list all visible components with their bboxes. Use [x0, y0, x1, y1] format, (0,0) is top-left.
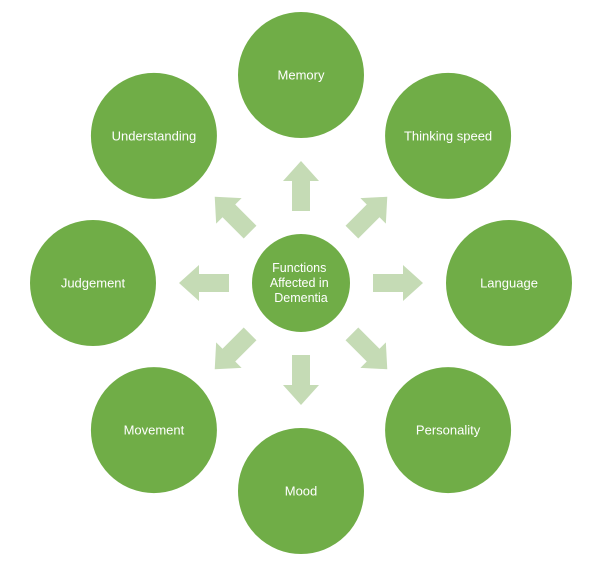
node-circle-mood: [236, 426, 366, 556]
node-label-thinking-speed: Thinking speed: [404, 128, 492, 143]
node-language: Language: [444, 218, 574, 348]
node-circle-understanding: [88, 70, 219, 201]
arrow-judgement: [179, 265, 229, 301]
arrow-shape-personality: [345, 327, 388, 370]
node-circle-judgement: [28, 218, 158, 348]
node-judgement: Judgement: [28, 218, 158, 348]
center-label-line-3: Dementia: [274, 291, 328, 305]
node-circle-personality: [383, 365, 514, 496]
arrow-shape-mood: [283, 355, 319, 405]
arrow-shape-language: [373, 265, 423, 301]
node-thinking-speed: Thinking speed: [383, 70, 514, 201]
node-label-personality: Personality: [416, 423, 481, 438]
node-movement: Movement: [88, 365, 219, 496]
center-circle: [250, 232, 352, 334]
node-label-judgement: Judgement: [61, 276, 126, 291]
node-memory: Memory: [236, 10, 366, 140]
arrow-understanding: [214, 196, 257, 239]
arrow-shape-movement: [214, 327, 257, 370]
arrow-shape-memory: [283, 161, 319, 211]
arrow-movement: [214, 327, 257, 370]
node-circle-memory: [236, 10, 366, 140]
node-circle-thinking-speed: [383, 70, 514, 201]
node-label-movement: Movement: [124, 423, 185, 438]
node-mood: Mood: [236, 426, 366, 556]
arrow-thinking-speed: [345, 196, 388, 239]
node-understanding: Understanding: [88, 70, 219, 201]
center-label-line-1: Functions: [272, 261, 326, 275]
arrow-shape-understanding: [214, 196, 257, 239]
center-node: Functions Affected in Dementia: [250, 232, 352, 334]
node-label-memory: Memory: [278, 68, 325, 83]
node-label-understanding: Understanding: [112, 128, 197, 143]
node-label-mood: Mood: [285, 484, 318, 499]
arrows-layer: [179, 161, 423, 405]
center-label-line-2: Affected in: [270, 276, 329, 290]
center-label: Functions Affected in Dementia: [270, 261, 332, 305]
arrow-memory: [283, 161, 319, 211]
arrow-shape-judgement: [179, 265, 229, 301]
arrow-mood: [283, 355, 319, 405]
arrow-language: [373, 265, 423, 301]
node-circle-language: [444, 218, 574, 348]
node-circle-movement: [88, 365, 219, 496]
arrow-personality: [345, 327, 388, 370]
arrow-shape-thinking-speed: [345, 196, 388, 239]
node-label-language: Language: [480, 276, 538, 291]
node-personality: Personality: [383, 365, 514, 496]
